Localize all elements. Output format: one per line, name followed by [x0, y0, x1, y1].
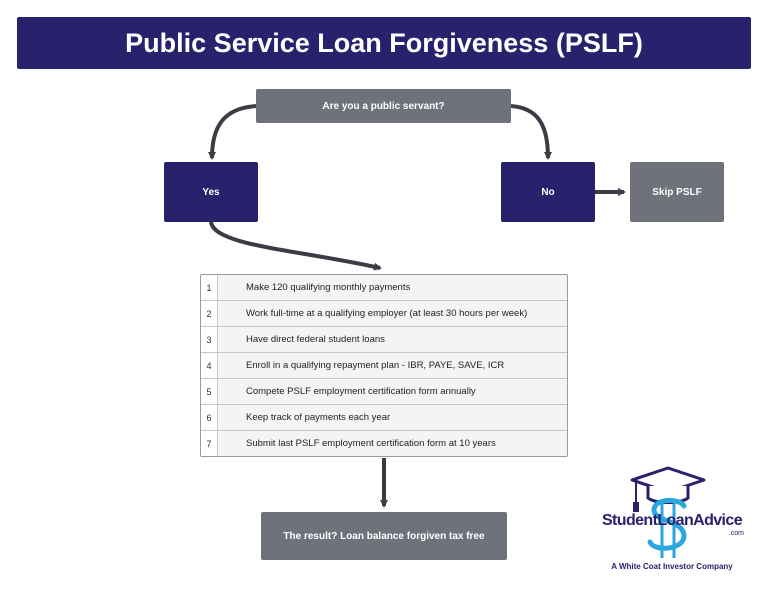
step-number: 1 [201, 275, 218, 300]
table-row: 7 Submit last PSLF employment certificat… [201, 431, 567, 456]
logo-tagline: A White Coat Investor Company [611, 562, 733, 571]
logo-domain-suffix: .com [728, 530, 744, 537]
step-text: Work full-time at a qualifying employer … [246, 308, 528, 319]
step-number: 6 [201, 405, 218, 430]
question-node: Are you a public servant? [256, 89, 511, 123]
step-number: 4 [201, 353, 218, 378]
step-text: Enroll in a qualifying repayment plan - … [246, 360, 505, 371]
yes-node: Yes [164, 162, 258, 222]
arrow-question-to-yes [208, 104, 257, 160]
requirements-table: 1 Make 120 qualifying monthly payments 2… [200, 274, 568, 457]
table-row: 3 Have direct federal student loans [201, 327, 567, 353]
arrow-question-to-no [510, 104, 552, 160]
step-number: 3 [201, 327, 218, 352]
page-title: Public Service Loan Forgiveness (PSLF) [17, 17, 751, 69]
step-text: Have direct federal student loans [246, 334, 385, 345]
step-number: 7 [201, 431, 218, 456]
step-text: Make 120 qualifying monthly payments [246, 282, 411, 293]
graduation-cap-dollar-icon [630, 466, 706, 558]
table-row: 6 Keep track of payments each year [201, 405, 567, 431]
table-row: 4 Enroll in a qualifying repayment plan … [201, 353, 567, 379]
arrow-yes-to-steps [209, 221, 382, 271]
table-row: 5 Compete PSLF employment certification … [201, 379, 567, 405]
studentloanadvice-logo: StudentLoanAdvice .com A White Coat Inve… [596, 466, 748, 576]
step-text: Keep track of payments each year [246, 412, 391, 423]
step-number: 5 [201, 379, 218, 404]
table-row: 1 Make 120 qualifying monthly payments [201, 275, 567, 301]
logo-wordmark: StudentLoanAdvice [601, 512, 743, 529]
no-node: No [501, 162, 595, 222]
table-row: 2 Work full-time at a qualifying employe… [201, 301, 567, 327]
step-text: Submit last PSLF employment certificatio… [246, 438, 496, 449]
step-number: 2 [201, 301, 218, 326]
result-node: The result? Loan balance forgiven tax fr… [261, 512, 507, 560]
step-text: Compete PSLF employment certification fo… [246, 386, 476, 397]
skip-pslf-node: Skip PSLF [630, 162, 724, 222]
